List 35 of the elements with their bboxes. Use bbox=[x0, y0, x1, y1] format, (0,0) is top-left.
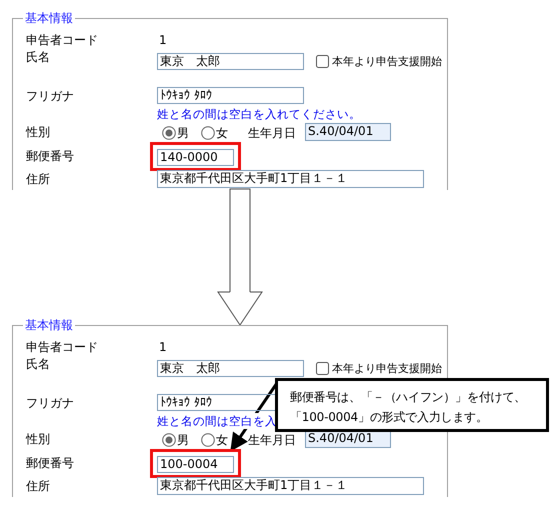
option-label: 女 bbox=[216, 125, 228, 141]
field-label: 郵便番号 bbox=[26, 148, 74, 164]
panel-heading: 基本情報 bbox=[23, 317, 75, 333]
field-label: 生年月日 bbox=[248, 432, 296, 448]
input-field: ﾄｳｷｮｳ ﾀﾛｳ bbox=[157, 87, 304, 104]
field-label: 住所 bbox=[26, 171, 50, 187]
field-label: フリガナ bbox=[26, 395, 74, 411]
highlight-box bbox=[150, 449, 241, 478]
option-label: 男 bbox=[177, 432, 189, 448]
input-field: 東京都千代田区大手町1丁目１－１ bbox=[157, 170, 424, 188]
field-label: 性別 bbox=[26, 431, 50, 447]
field-label: 郵便番号 bbox=[26, 455, 74, 471]
field-label: 申告者コード bbox=[26, 32, 98, 48]
checkbox-label: 本年より申告支援開始 bbox=[332, 54, 442, 70]
input-field: 東京 太郎 bbox=[157, 360, 304, 377]
input-field: 東京 太郎 bbox=[157, 53, 304, 70]
option-label: 女 bbox=[216, 432, 228, 448]
field-label: 住所 bbox=[26, 478, 50, 494]
field-label: フリガナ bbox=[26, 88, 74, 104]
checkbox-label: 本年より申告支援開始 bbox=[332, 361, 442, 377]
input-field: 140-0000 bbox=[157, 149, 234, 166]
field-label: 氏名 bbox=[26, 356, 50, 372]
option-label: 男 bbox=[177, 125, 189, 141]
down-arrow bbox=[218, 188, 262, 326]
panel-heading: 基本情報 bbox=[23, 10, 75, 26]
input-field: 東京都千代田区大手町1丁目１－１ bbox=[157, 477, 424, 495]
field-label: 性別 bbox=[26, 124, 50, 140]
field-label: 氏名 bbox=[26, 49, 50, 65]
input-field: 100-0004 bbox=[157, 456, 234, 473]
field-label: 申告者コード bbox=[26, 339, 98, 355]
highlight-box bbox=[150, 142, 241, 171]
field-label: 生年月日 bbox=[248, 125, 296, 141]
hint-text: 姓と名の間は空白を入 bbox=[157, 413, 277, 429]
callout-tooltip: 郵便番号は、「－（ハイフン）」を付けて、「100-0004」の形式で入力します。 bbox=[275, 378, 549, 432]
input-field: S.40/04/01 bbox=[305, 123, 391, 141]
